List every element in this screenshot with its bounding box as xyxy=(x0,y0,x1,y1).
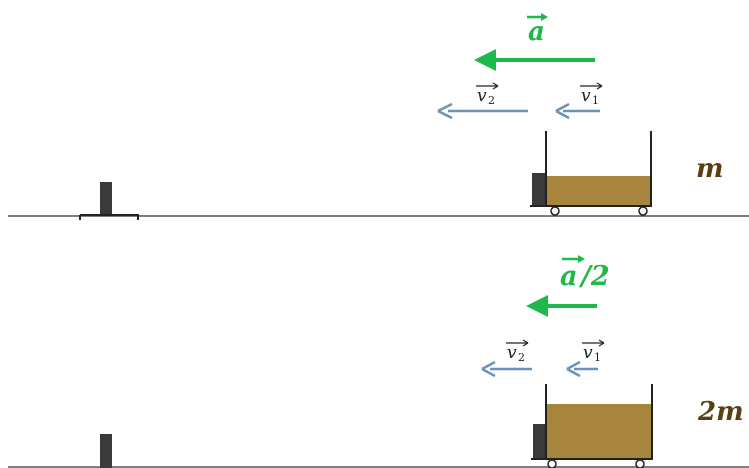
cart xyxy=(531,384,653,468)
v1-sub-text: 1 xyxy=(594,351,601,364)
acceleration-label: a xyxy=(527,13,548,47)
stopper-post xyxy=(79,182,139,220)
v2-sub-text: 2 xyxy=(518,351,525,364)
velocity-v1-arrow xyxy=(555,102,600,120)
cart-load xyxy=(547,404,651,459)
acceleration-label: a /2 xyxy=(560,255,610,292)
velocity-v2-arrow xyxy=(437,102,528,120)
cart-wheel-right xyxy=(635,459,645,468)
cart xyxy=(530,131,652,216)
v1-label-text: v xyxy=(583,343,593,363)
v2-label-text: v xyxy=(507,343,517,363)
mass-label: 2m xyxy=(697,397,744,427)
cart-load xyxy=(547,176,651,205)
stopper-post xyxy=(100,434,112,468)
v2-sub-text: 2 xyxy=(488,94,495,107)
velocity-v2-arrow xyxy=(481,360,532,378)
velocity-v2-label: v 2 xyxy=(506,339,529,364)
bottom-scene: a /2 v 2 v 1 xyxy=(8,255,749,468)
accel-suffix-text: /2 xyxy=(578,261,610,292)
acceleration-arrow xyxy=(526,295,597,317)
acceleration-arrow xyxy=(474,49,595,71)
mass-label: m xyxy=(696,154,724,184)
top-scene: a v 2 v 1 xyxy=(8,13,749,220)
velocity-v1-label: v 1 xyxy=(580,82,603,107)
cart-bumper xyxy=(532,173,545,206)
cart-wheel-right xyxy=(638,206,648,216)
v1-label-text: v xyxy=(581,86,591,106)
cart-bumper xyxy=(533,424,546,459)
accel-label-text: a xyxy=(528,17,545,47)
accel-label-text: a xyxy=(560,261,578,292)
cart-wheel-left xyxy=(547,459,557,468)
velocity-v1-label: v 1 xyxy=(582,339,605,364)
v1-sub-text: 1 xyxy=(592,94,599,107)
velocity-v2-label: v 2 xyxy=(476,82,499,107)
velocity-v1-arrow xyxy=(566,360,598,378)
cart-wheel-left xyxy=(550,206,560,216)
v2-label-text: v xyxy=(477,86,487,106)
